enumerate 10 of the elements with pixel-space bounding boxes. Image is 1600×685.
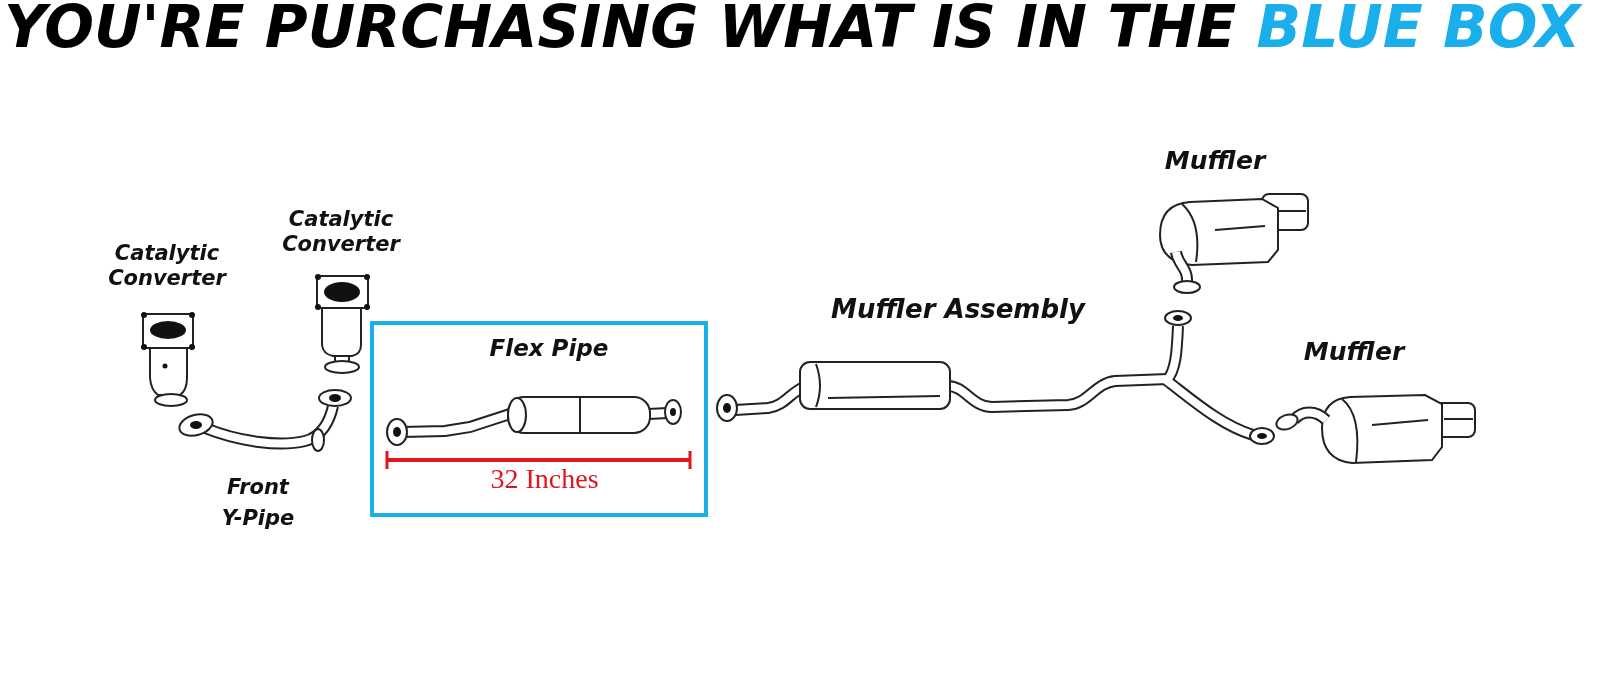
part-label: Muffler <box>1302 337 1407 367</box>
part-label: Flex Pipe <box>488 334 610 363</box>
highlight-frame <box>370 321 708 517</box>
page-title: YOU'RE PURCHASING WHAT IS IN THE BLUE BOX <box>4 0 1581 60</box>
part-label: Catalytic Converter <box>107 241 228 291</box>
part-label: Muffler Assembly <box>830 293 1087 325</box>
part-label: Catalytic Converter <box>281 207 402 257</box>
part-label: Muffler <box>1163 146 1268 176</box>
dimension-label: 32 Inches <box>489 463 600 495</box>
part-label: Front Y-Pipe <box>220 474 296 532</box>
